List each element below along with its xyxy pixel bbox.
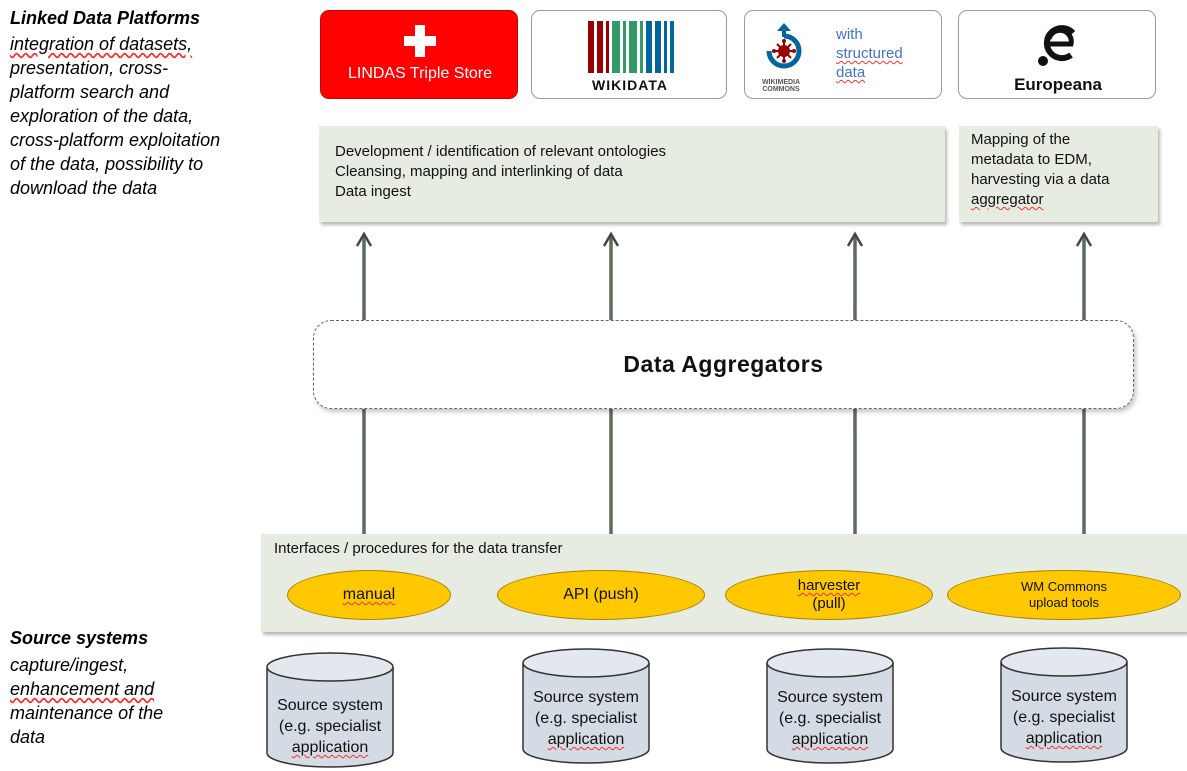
interfaces-title: Interfaces / procedures for the data tra… — [274, 540, 563, 557]
europeana-task-line: harvesting via a data — [971, 171, 1110, 188]
database-icon — [522, 648, 650, 764]
harvester-oval: harvester (pull) — [725, 570, 933, 620]
source-line: Source system — [521, 687, 651, 708]
source-line-text: application — [1025, 730, 1103, 747]
harvester-label: harvester — [797, 577, 861, 594]
wikidata-barcode-icon — [588, 21, 674, 73]
task-line: Data ingest — [335, 182, 945, 202]
api-push-oval: API (push) — [497, 570, 705, 620]
source-line-text: Source system — [533, 689, 639, 706]
lindas-logo-box: LINDAS Triple Store — [320, 10, 518, 99]
sources-line: enhancement and — [10, 679, 155, 699]
manual-label: manual — [342, 586, 396, 603]
source-line-text: application — [291, 739, 369, 756]
source-system-cylinder: Source system (e.g. specialist applicati… — [765, 647, 895, 765]
sources-heading: Source systems — [10, 628, 149, 648]
database-icon — [766, 648, 894, 764]
structured-line: structured — [836, 45, 903, 62]
source-line: (e.g. specialist — [999, 707, 1129, 728]
task-text: Data ingest — [335, 183, 411, 200]
platform-tasks-box: Development / identification of relevant… — [319, 126, 945, 222]
arrow-head-icon — [355, 231, 373, 247]
source-line: Source system — [999, 686, 1129, 707]
sources-line: capture/ingest, — [10, 655, 129, 675]
source-system-text: Source system (e.g. specialist applicati… — [999, 686, 1129, 749]
europeana-logo-icon — [1038, 25, 1076, 66]
wikimedia-commons-label: WIKIMEDIA COMMONS — [751, 79, 811, 93]
api-push-label: API (push) — [563, 586, 639, 603]
platforms-line: platform search and — [10, 82, 170, 102]
source-line: application — [765, 729, 895, 750]
arrow-head-icon — [1075, 231, 1093, 247]
wikimedia-label-line: COMMONS — [762, 86, 800, 93]
platforms-description: integration of datasets, presentation, c… — [10, 32, 220, 200]
source-line-text: (e.g. specialist — [1012, 709, 1116, 726]
europeana-task-line: Mapping of the — [971, 131, 1071, 148]
data-aggregators-label: Data Aggregators — [623, 351, 824, 377]
wikimedia-commons-icon — [766, 23, 802, 69]
source-system-cylinder: Source system (e.g. specialist applicati… — [521, 647, 651, 765]
source-line: (e.g. specialist — [521, 708, 651, 729]
database-icon — [266, 652, 394, 768]
platforms-line: integration of datasets, — [10, 34, 193, 54]
wm-commons-label: WM Commons — [1021, 579, 1107, 594]
arrow-head-icon — [602, 231, 620, 247]
wikidata-logo-box: WIKIDATA — [531, 10, 727, 99]
source-line: application — [521, 729, 651, 750]
source-line: (e.g. specialist — [765, 708, 895, 729]
europeana-task-line: aggregator — [971, 191, 1044, 208]
source-system-cylinder: Source system (e.g. specialist applicati… — [999, 646, 1129, 764]
wm-commons-oval: WM Commons upload tools — [947, 570, 1181, 620]
source-line-text: Source system — [277, 697, 383, 714]
platforms-line: exploration of the data, — [10, 106, 194, 126]
task-text: Cleansing, mapping and interlinking of d… — [335, 163, 623, 180]
source-line: Source system — [265, 695, 395, 716]
source-line-text: Source system — [777, 689, 883, 706]
source-system-text: Source system (e.g. specialist applicati… — [265, 695, 395, 758]
platforms-heading: Linked Data Platforms — [10, 8, 201, 28]
platforms-line: cross-platform exploitation — [10, 130, 221, 150]
wikidata-label: WIKIDATA — [592, 77, 668, 93]
source-line: Source system — [765, 687, 895, 708]
source-line: application — [265, 737, 395, 758]
europeana-label: Europeana — [1014, 75, 1102, 94]
lindas-label: LINDAS Triple Store — [347, 65, 493, 82]
source-system-text: Source system (e.g. specialist applicati… — [765, 687, 895, 750]
data-aggregators-box: Data Aggregators — [313, 320, 1134, 409]
source-line: application — [999, 728, 1129, 749]
task-line: Cleansing, mapping and interlinking of d… — [335, 162, 945, 182]
task-line: Development / identification of relevant… — [335, 142, 945, 162]
sources-line: maintenance of the — [10, 703, 164, 723]
structured-data-label: with structured data — [836, 25, 903, 82]
source-line-text: (e.g. specialist — [534, 710, 638, 727]
database-icon — [1000, 647, 1128, 763]
source-line-text: application — [547, 731, 625, 748]
wikimedia-label-line: WIKIMEDIA — [761, 79, 801, 86]
source-line: (e.g. specialist — [265, 716, 395, 737]
europeana-task-line: metadata to EDM, — [971, 151, 1092, 168]
source-line-text: (e.g. specialist — [778, 710, 882, 727]
source-system-text: Source system (e.g. specialist applicati… — [521, 687, 651, 750]
platforms-line: download the data — [10, 178, 158, 198]
task-text: Development / identification of relevant… — [335, 143, 667, 160]
source-line-text: (e.g. specialist — [278, 718, 382, 735]
harvester-label: (pull) — [812, 595, 846, 612]
wikimedia-logo-box: WIKIMEDIA COMMONS with structured data — [744, 10, 942, 99]
source-line-text: application — [791, 731, 869, 748]
europeana-tasks-box: Mapping of the metadata to EDM, harvesti… — [959, 126, 1158, 222]
structured-line: with — [836, 26, 863, 43]
structured-line: data — [836, 64, 866, 81]
swiss-cross-icon — [404, 25, 436, 57]
platforms-line: of the data, possibility to — [10, 154, 204, 174]
platforms-line: presentation, cross- — [10, 58, 169, 78]
source-system-cylinder: Source system (e.g. specialist applicati… — [265, 651, 395, 769]
manual-oval: manual — [287, 570, 451, 620]
sources-description: capture/ingest, enhancement and maintena… — [10, 653, 163, 749]
arrow-head-icon — [846, 231, 864, 247]
europeana-logo-box: Europeana — [958, 10, 1156, 99]
wm-commons-label: upload tools — [1028, 595, 1100, 610]
sources-line: data — [10, 727, 46, 747]
source-line-text: Source system — [1011, 688, 1117, 705]
